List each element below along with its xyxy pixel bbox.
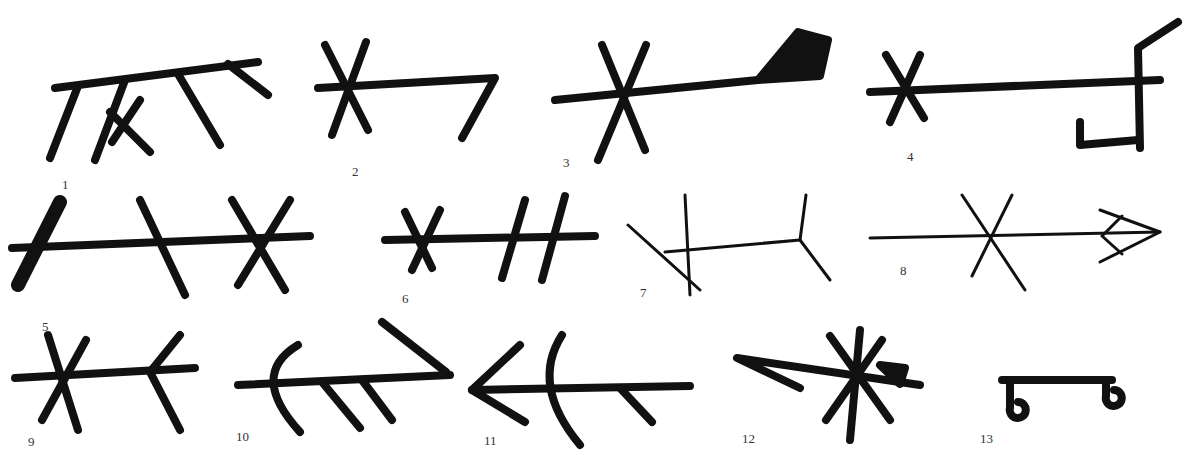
figure-number: 5 xyxy=(42,320,49,333)
figure-number: 3 xyxy=(563,156,570,169)
rune-glyph xyxy=(50,62,268,160)
figure-number: 2 xyxy=(352,165,359,178)
rune-glyph xyxy=(15,335,195,430)
figure-number: 11 xyxy=(484,434,497,447)
figure-number: 4 xyxy=(907,150,914,163)
figure-number: 1 xyxy=(62,178,69,191)
rune-glyph xyxy=(555,32,828,160)
figure-number: 9 xyxy=(28,435,35,448)
figure-number: 10 xyxy=(236,430,249,443)
rune-glyph xyxy=(12,200,310,295)
figure-number: 13 xyxy=(980,432,993,445)
rune-glyph xyxy=(1002,380,1122,418)
rune-glyph xyxy=(472,335,690,445)
figure-number: 8 xyxy=(900,264,907,277)
rune-glyph xyxy=(238,322,450,432)
rune-glyph xyxy=(385,196,595,280)
rune-glyph xyxy=(628,195,830,295)
rune-glyph xyxy=(318,42,495,138)
rune-glyph xyxy=(870,22,1178,148)
figure-number: 6 xyxy=(402,292,409,305)
figure-number: 7 xyxy=(640,286,647,299)
figure-number: 12 xyxy=(742,432,755,445)
rune-glyph xyxy=(737,330,920,440)
rune-glyph xyxy=(870,195,1160,290)
